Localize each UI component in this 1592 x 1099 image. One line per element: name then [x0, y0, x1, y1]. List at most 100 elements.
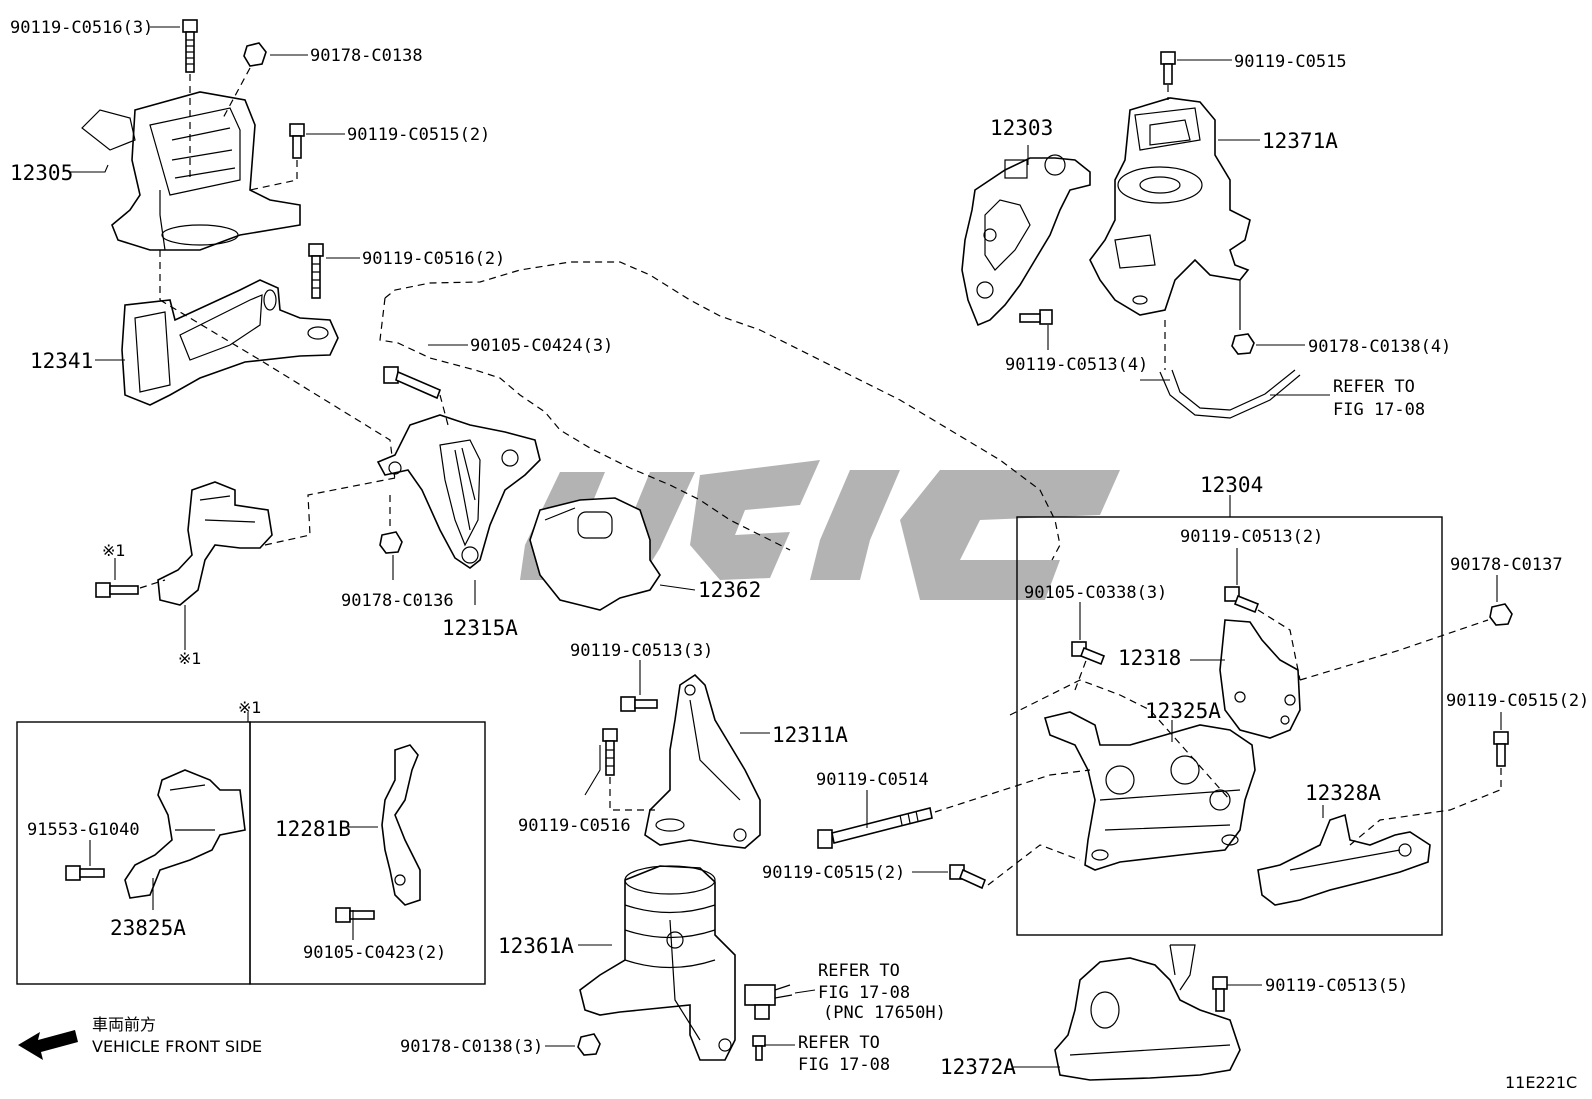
fastener-labels: 90119-C0516(3) 90178-C0138 90119-C0515(2… [10, 18, 1589, 1057]
bolt-icon [1493, 731, 1509, 767]
part-12362-cover [529, 497, 661, 611]
refer-2-line2: FIG 17-08 [818, 983, 910, 1003]
label-90119-C0513-2: 90119-C0513(2) [1180, 527, 1323, 547]
label-90119-C0515-2-center: 90119-C0515(2) [762, 863, 905, 883]
part-12341-bracket [121, 279, 339, 406]
marker-labels: ※1 ※1 ※1 [102, 541, 262, 717]
label-90178-C0137: 90178-C0137 [1450, 555, 1563, 575]
label-12318: 12318 [1118, 646, 1181, 670]
label-90119-C0514: 90119-C0514 [816, 770, 929, 790]
label-90119-C0516-2: 90119-C0516(2) [362, 249, 505, 269]
part-12325A-bracket [1043, 711, 1256, 871]
nut-icon [243, 42, 267, 67]
leader-dash [1257, 609, 1301, 681]
label-12362: 12362 [698, 578, 761, 602]
bolt-icon [65, 865, 105, 881]
marker-1c: ※1 [238, 698, 262, 717]
nut-icon [379, 531, 403, 554]
label-90105-C0338-3: 90105-C0338(3) [1024, 583, 1167, 603]
label-12315A: 12315A [442, 616, 518, 640]
vehicle-front-en: VEHICLE FRONT SIDE [92, 1037, 262, 1056]
part-12361A-engine-mount [579, 865, 736, 1061]
bolt-icon [1212, 976, 1228, 1012]
part-12315A-bracket [376, 414, 541, 569]
refer-3-line1: REFER TO [798, 1033, 880, 1053]
bolt-icon [1019, 309, 1053, 325]
part-12372A-engine-mount [1054, 944, 1241, 1081]
small-bracket [157, 481, 273, 606]
label-90119-C0515-2: 90119-C0515(2) [347, 125, 490, 145]
label-90178-C0138-3: 90178-C0138(3) [400, 1037, 543, 1057]
marker-1b: ※1 [178, 649, 202, 668]
refer-labels: REFER TO FIG 17-08 REFER TO FIG 17-08 (P… [798, 377, 1425, 1075]
leader-dash [1009, 679, 1231, 801]
part-12305-engine-mount [81, 91, 301, 251]
part-12303-bracket [961, 154, 1091, 327]
part-12328A-bracket [1257, 813, 1431, 906]
bolt-icon [620, 696, 658, 712]
bolt-icon [949, 864, 987, 890]
marker-1a: ※1 [102, 541, 126, 560]
label-90119-C0515-2-right: 90119-C0515(2) [1446, 691, 1589, 711]
leader-dash [1349, 789, 1501, 846]
leader-dash [934, 769, 1091, 813]
label-12341: 12341 [30, 349, 93, 373]
label-12361A: 12361A [498, 934, 574, 958]
label-23825A: 23825A [110, 916, 186, 940]
hose [1159, 371, 1301, 419]
part-12371A-engine-mount [1089, 97, 1251, 316]
bolt-icon [383, 366, 442, 400]
bolt-icon [95, 582, 139, 598]
label-12303: 12303 [990, 116, 1053, 140]
label-12281B: 12281B [275, 817, 351, 841]
nut-icon [577, 1033, 601, 1056]
label-91553-G1040: 91553-G1040 [27, 820, 140, 840]
refer-2-line1: REFER TO [818, 961, 900, 981]
part-12281B-hook [381, 744, 421, 906]
label-90178-C0138: 90178-C0138 [310, 46, 423, 66]
label-12372A: 12372A [940, 1055, 1016, 1079]
label-12328A: 12328A [1305, 781, 1381, 805]
label-12311A: 12311A [772, 723, 848, 747]
label-12305: 12305 [10, 161, 73, 185]
refer-2-line3: (PNC 17650H) [823, 1003, 946, 1023]
part-12311A-bracket [644, 673, 761, 849]
bolt-icon [289, 123, 305, 159]
label-90119-C0513-5: 90119-C0513(5) [1265, 976, 1408, 996]
label-12304: 12304 [1200, 473, 1263, 497]
leader-dash [139, 579, 166, 589]
left-arrow-icon [18, 1030, 78, 1060]
bolt-icon [602, 728, 618, 776]
part-23825A-bracket [124, 769, 246, 899]
leader-dash [987, 844, 1081, 886]
bolt-icon [1160, 51, 1176, 85]
part-labels: 12305 12341 12303 12371A 12315A 12362 12… [10, 116, 1381, 1079]
hose [1171, 369, 1296, 411]
leader-dash [249, 160, 298, 191]
part-12318-plate [1219, 619, 1301, 739]
label-90105-C0423-2: 90105-C0423(2) [303, 943, 446, 963]
bolt-icon [335, 907, 375, 923]
label-90119-C0513-3: 90119-C0513(3) [570, 641, 713, 661]
vehicle-front-jp: 車両前方 [92, 1015, 156, 1034]
nut-icon [1489, 603, 1513, 626]
label-90178-C0138-4: 90178-C0138(4) [1308, 337, 1451, 357]
leader-dash [264, 477, 396, 546]
label-90105-C0424-3: 90105-C0424(3) [470, 336, 613, 356]
label-90119-C0515: 90119-C0515 [1234, 52, 1347, 72]
leader-dash [221, 67, 251, 121]
bolt-icon [752, 1035, 766, 1061]
label-90119-C0516: 90119-C0516 [518, 816, 631, 836]
bolt-icon [1224, 586, 1260, 614]
label-12325A: 12325A [1145, 699, 1221, 723]
refer-3-line2: FIG 17-08 [798, 1055, 890, 1075]
sensor-part [744, 984, 793, 1020]
leader-dash [439, 394, 449, 426]
bolt-icon [1071, 641, 1106, 666]
label-12371A: 12371A [1262, 129, 1338, 153]
engine-outline-lower [379, 297, 791, 551]
inset-box-right [249, 721, 486, 985]
leader-dash [609, 777, 655, 811]
nut-icon [1231, 333, 1255, 355]
